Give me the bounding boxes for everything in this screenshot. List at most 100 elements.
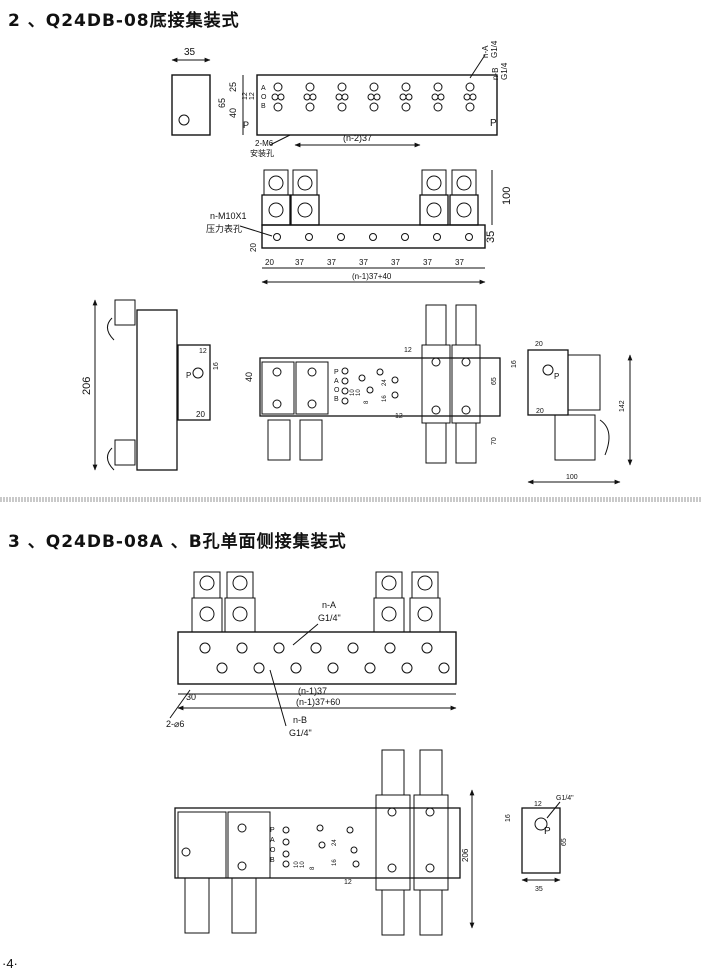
gauge-hole <box>273 233 281 241</box>
valve-hole <box>272 399 282 409</box>
valve-hole <box>307 367 317 377</box>
top-port-hole <box>303 93 311 101</box>
s2-lower-view: P A O B 10 10 8 24 16 12 206 <box>174 749 475 936</box>
manifold-hole <box>282 838 290 846</box>
manifold-hole <box>341 387 349 395</box>
s1-middle-view: 40 12 65 70 12 P A O B 10 10 24 16 8 <box>244 304 501 464</box>
top-port-hole <box>463 93 471 101</box>
valve-hole <box>307 399 317 409</box>
s1-nb-thread: G1/4 <box>500 62 509 80</box>
s1-d12-mid-top: 12 <box>404 347 412 354</box>
s2-pitch: (n-1)37 <box>298 686 327 696</box>
section2-title: 3 、Q24DB-08A 、B孔单面侧接集装式 <box>8 532 347 552</box>
s1-gauge-label: n-M10X1 <box>210 211 247 221</box>
valve-hole <box>237 823 247 833</box>
s1-segment-dims: 20 37 37 37 37 37 37 <box>265 258 464 267</box>
s1-na-thread: G1/4 <box>490 40 499 58</box>
s2-g-thread: G1/4" <box>556 795 574 802</box>
valve-hole <box>461 357 471 367</box>
s1-d20-left: 20 <box>196 410 205 419</box>
s1-port-p-left: P <box>243 120 249 130</box>
s1-na-label: n-A <box>481 45 490 58</box>
valve-hole <box>425 863 435 873</box>
s1-n8: 8 <box>364 400 370 404</box>
s1-dim-65: 65 <box>217 98 227 108</box>
s2-o: O <box>270 847 276 854</box>
gauge-hole <box>305 233 313 241</box>
s2-r35: 35 <box>535 886 543 893</box>
s2-upper-view: n-A G1/4" 30 (n-1)37 (n-1)37+60 2-⌀6 n-B… <box>166 571 457 738</box>
s1-n24: 24 <box>382 379 388 386</box>
top-port-hole <box>433 102 443 112</box>
top-port-hole <box>431 93 439 101</box>
port-hole-b <box>401 662 413 674</box>
valve-hole <box>461 405 471 415</box>
top-port-hole <box>341 93 349 101</box>
s2-n10b: 10 <box>300 861 306 868</box>
top-port-hole <box>401 82 411 92</box>
manifold-hole <box>341 367 349 375</box>
manifold-hole <box>346 826 354 834</box>
manifold-hole <box>358 374 366 382</box>
port-hole-b <box>364 662 376 674</box>
s1-width-35: 35 <box>184 47 196 58</box>
s2-d30: 30 <box>186 692 196 702</box>
s1-left-side-view: 206 12 16 P 20 <box>81 299 220 471</box>
s1-b-mid: B <box>334 396 339 403</box>
gauge-hole <box>401 233 409 241</box>
top-port-hole <box>367 93 375 101</box>
s1-seg-dim: 37 <box>359 258 368 267</box>
s2-n8: 8 <box>310 866 316 870</box>
s2-nb-label: n-B <box>293 715 307 725</box>
port-hole-a <box>384 642 396 654</box>
s2-lower-holes <box>181 807 435 873</box>
top-port-hole <box>273 102 283 112</box>
manifold-hole <box>391 391 399 399</box>
s1-seg-dim: 37 <box>295 258 304 267</box>
valve-hole <box>237 861 247 871</box>
manifold-hole <box>341 377 349 385</box>
s2-side-block: G1/4" 12 16 P 65 35 <box>505 795 574 893</box>
s2-r-p: P <box>544 826 551 837</box>
top-port-hole <box>337 102 347 112</box>
s1-top-manifold: 65 40 25 12 12 A O B P P 2-M6 安装孔 (n-2)3… <box>217 40 509 158</box>
s1-seg-dim: 37 <box>327 258 336 267</box>
manifold-hole <box>318 841 326 849</box>
s1-r142: 142 <box>619 400 626 412</box>
port-hole-b <box>216 662 228 674</box>
s1-middle-holes <box>272 357 471 415</box>
manifold-hole <box>341 397 349 405</box>
s1-seg-first: 20 <box>265 258 274 267</box>
s1-n16: 16 <box>382 395 388 402</box>
s1-seg-dim: 37 <box>391 258 400 267</box>
s1-n10a: 10 <box>350 389 356 396</box>
manifold-hole <box>350 846 358 854</box>
section1-title: 2 、Q24DB-08底接集装式 <box>8 11 240 31</box>
top-port-hole <box>401 102 411 112</box>
s1-side-block: 35 <box>171 47 211 136</box>
top-port-hole <box>277 93 285 101</box>
manifold-hole <box>366 386 374 394</box>
s2-nb-thread: G1/4" <box>289 728 312 738</box>
s1-r16: 16 <box>511 360 518 368</box>
valve-hole <box>431 405 441 415</box>
s2-r65: 65 <box>561 838 568 846</box>
manifold-hole <box>391 376 399 384</box>
s1-d12-mid-bot: 12 <box>395 413 403 420</box>
s1-d40: 40 <box>244 372 254 382</box>
valve-hole <box>431 357 441 367</box>
s1-d16-left: 16 <box>213 362 220 370</box>
valve-hole <box>387 863 397 873</box>
s1-top-hole-grid <box>271 82 477 112</box>
gauge-hole <box>433 233 441 241</box>
s1-seg-dim: 37 <box>455 258 464 267</box>
top-port-hole <box>369 82 379 92</box>
gauge-hole <box>369 233 377 241</box>
s2-a: A <box>270 837 275 844</box>
s1-dim-25: 25 <box>228 82 238 92</box>
s1-r20-top: 20 <box>535 341 543 348</box>
top-port-hole <box>465 102 475 112</box>
s1-seg-dim: 37 <box>423 258 432 267</box>
